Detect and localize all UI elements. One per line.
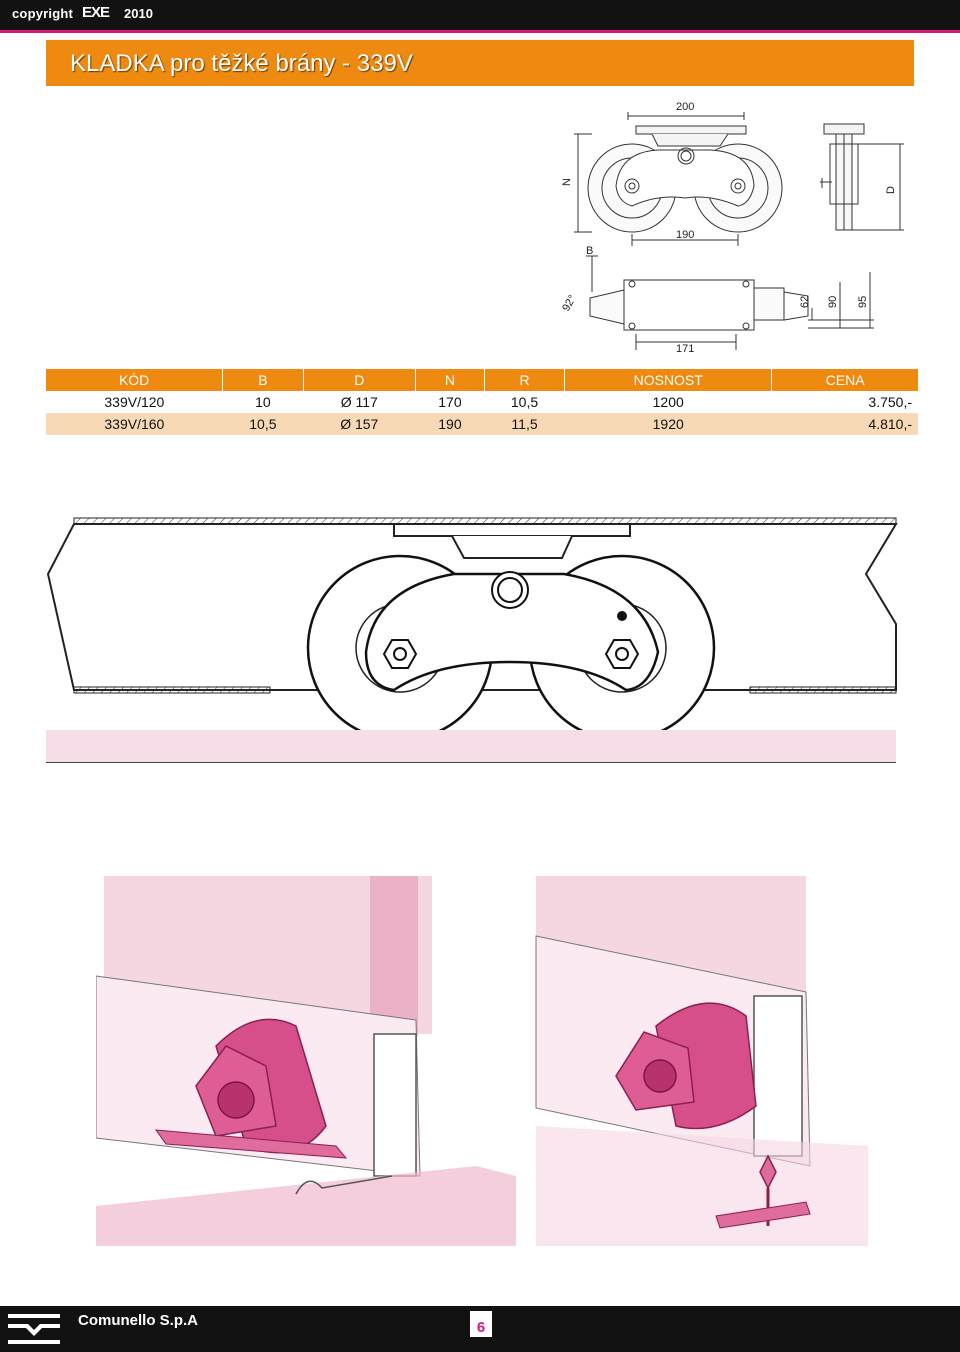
company-logo-icon xyxy=(8,1314,60,1344)
cell-n: 190 xyxy=(415,413,485,435)
col-kod: KÓD xyxy=(46,369,224,391)
col-cena: CENA xyxy=(771,369,918,391)
dim-95: 95 xyxy=(857,296,869,308)
page-number: 6 xyxy=(470,1311,492,1337)
table-row: 339V/120 10 Ø 117 170 10,5 1200 3.750,- xyxy=(46,391,918,413)
cell-n: 170 xyxy=(415,391,485,413)
dim-b: B xyxy=(586,245,593,257)
cell-b: 10 xyxy=(222,391,304,413)
installation-illustration xyxy=(96,876,868,1246)
dim-n: N xyxy=(561,178,573,186)
cell-r: 11,5 xyxy=(484,413,565,435)
brand-logo: EXE xyxy=(82,4,110,21)
cell-nosnost: 1920 xyxy=(564,413,772,435)
col-nosnost: NOSNOST xyxy=(564,369,773,391)
col-b: B xyxy=(222,369,304,391)
footer-bar: Comunello S.p.A 6 xyxy=(0,1306,960,1352)
wheel-assembly-drawing xyxy=(46,517,898,742)
page-title: KLADKA pro těžké brány - 339V xyxy=(70,50,413,77)
ground-rail-band xyxy=(46,730,896,763)
company-name: Comunello S.p.A xyxy=(78,1312,198,1329)
dim-171: 171 xyxy=(676,343,694,355)
col-d: D xyxy=(303,369,417,391)
col-r: R xyxy=(484,369,566,391)
cell-d: Ø 117 xyxy=(303,391,416,413)
cell-kod: 339V/160 xyxy=(46,413,223,435)
cell-d: Ø 157 xyxy=(303,413,416,435)
table-header-row: KÓD B D N R NOSNOST CENA xyxy=(46,369,918,391)
dim-angle: 92° xyxy=(560,293,579,313)
cell-b: 10,5 xyxy=(222,413,304,435)
dim-d: D xyxy=(885,186,897,194)
dim-200: 200 xyxy=(676,101,694,113)
cell-cena: 4.810,- xyxy=(771,413,918,435)
col-n: N xyxy=(415,369,485,391)
cell-kod: 339V/120 xyxy=(46,391,223,413)
dim-90: 90 xyxy=(827,296,839,308)
copyright-year: 2010 xyxy=(124,6,153,21)
dim-62: 62 xyxy=(799,296,811,308)
header-stripe xyxy=(0,30,960,33)
technical-drawing: 200 N 190 D B 92° 62 90 95 171 xyxy=(560,101,904,355)
title-bar: KLADKA pro těžké brány - 339V xyxy=(46,40,914,86)
copyright-text: copyright xyxy=(12,6,74,21)
cell-cena: 3.750,- xyxy=(771,391,918,413)
cell-r: 10,5 xyxy=(484,391,565,413)
top-bar: copyright EXE 2010 xyxy=(0,0,960,30)
dim-190: 190 xyxy=(676,229,694,241)
table-row: 339V/160 10,5 Ø 157 190 11,5 1920 4.810,… xyxy=(46,413,918,435)
price-table: KÓD B D N R NOSNOST CENA 339V/120 10 Ø 1… xyxy=(46,369,918,435)
cell-nosnost: 1200 xyxy=(564,391,772,413)
